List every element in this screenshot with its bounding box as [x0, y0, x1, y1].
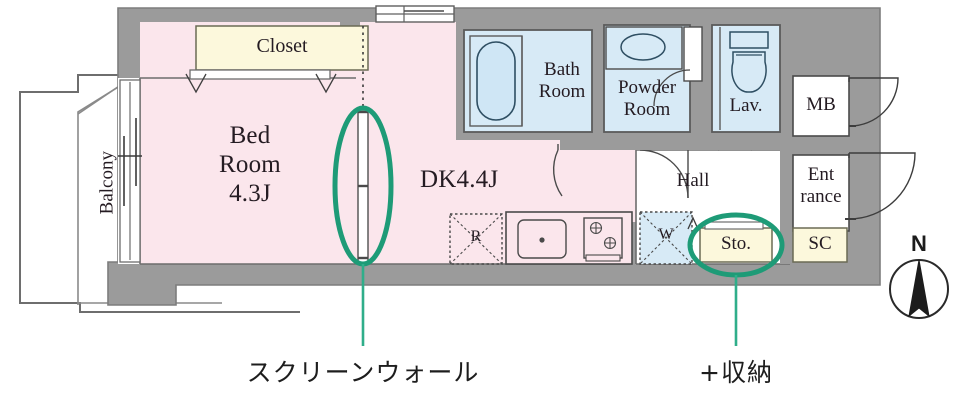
- balcony-sliding-door: [118, 79, 142, 263]
- washing-machine-space: [639, 211, 693, 265]
- bath-room: [463, 29, 593, 133]
- sto-box: [699, 221, 773, 263]
- sto-arrow-tick: [687, 216, 699, 230]
- refrigerator-space: [449, 213, 503, 265]
- kitchen-counter: [505, 211, 633, 265]
- hall-partitions: [636, 140, 790, 264]
- powder-room: [603, 24, 703, 133]
- dk-window: [375, 5, 455, 23]
- highlight-screen-wall: [332, 105, 394, 346]
- closet-box: [185, 25, 369, 94]
- compass-rose: [889, 259, 949, 319]
- entrance-area: [792, 152, 916, 232]
- sc-box: [792, 227, 848, 263]
- mb-box: [792, 75, 899, 137]
- highlight-storage: [687, 212, 785, 346]
- lavatory: [711, 24, 781, 133]
